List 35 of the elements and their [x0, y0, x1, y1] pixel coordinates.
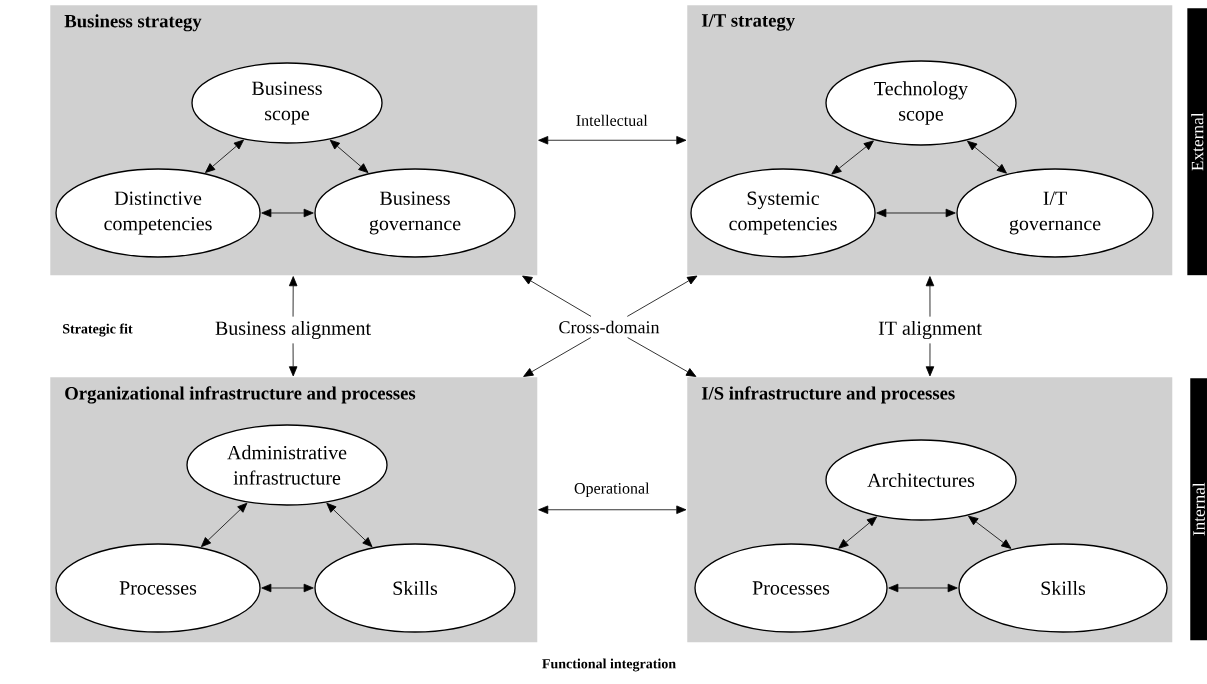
connector-label: Business alignment: [215, 320, 371, 340]
arrow: [626, 275, 698, 317]
side-band: External: [1187, 8, 1207, 276]
arrow: [925, 276, 935, 318]
arrow: [967, 140, 1007, 174]
connector-label: IT alignment: [878, 320, 982, 340]
arrow: [838, 516, 877, 549]
edge-label: Intellectual: [576, 114, 648, 126]
arrow: [288, 276, 298, 318]
panel-title: I/S infrastructure and processes: [701, 386, 955, 404]
arrow: [538, 136, 687, 145]
arrow: [627, 337, 697, 377]
connector-label: Cross-domain: [559, 320, 660, 334]
arrow: [831, 140, 874, 175]
arrow: [888, 583, 958, 593]
panel-title: I/T strategy: [701, 14, 795, 31]
arrow: [925, 342, 935, 377]
arrow: [329, 139, 369, 173]
edge-label: Operational: [574, 482, 650, 497]
arrow: [522, 275, 592, 317]
side-band: Internal: [1190, 378, 1207, 641]
arrow: [523, 337, 592, 377]
axis-label: Strategic fit: [63, 323, 133, 337]
arrow: [205, 139, 244, 173]
arrow: [261, 583, 314, 593]
panel-title: Organizational infrastructure and processes: [65, 386, 416, 404]
arrow: [876, 208, 956, 218]
arrow: [261, 208, 314, 218]
arrow: [201, 502, 248, 548]
arrow: [968, 515, 1012, 549]
arrow: [326, 502, 373, 548]
axis-label: Functional integration: [542, 658, 676, 672]
arrow: [288, 342, 298, 377]
arrow: [538, 505, 687, 514]
panel-title: Business strategy: [64, 14, 202, 32]
